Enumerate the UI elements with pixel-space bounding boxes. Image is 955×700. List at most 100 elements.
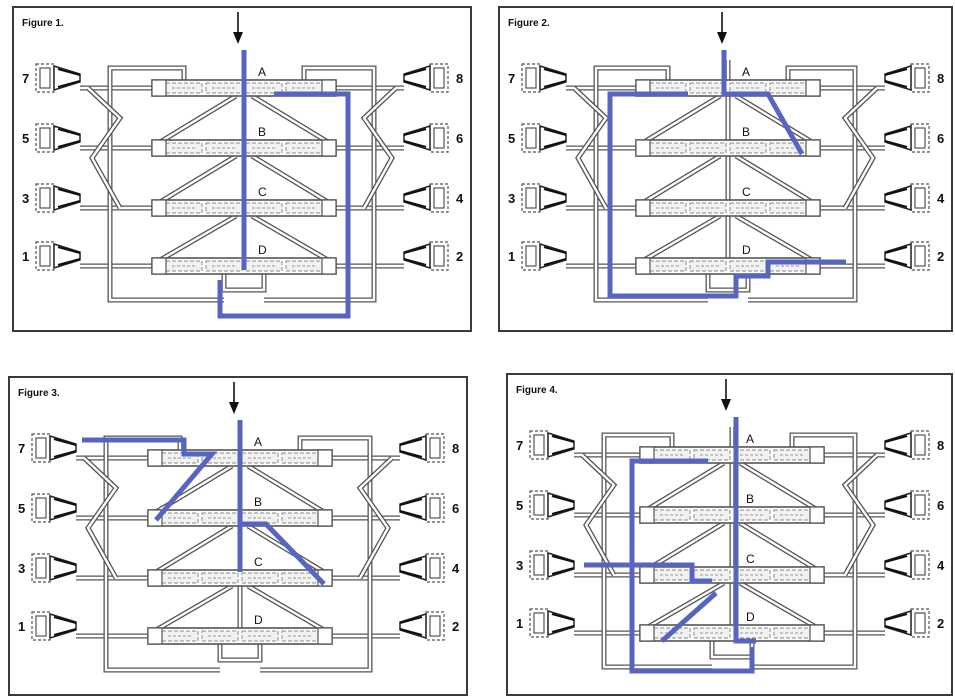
stage-label: D [254,613,263,627]
flow-path [82,437,218,522]
nozzle-body [914,187,926,209]
nozzle-edge [53,509,77,519]
stage-label: B [254,495,262,509]
nozzle-icon [31,611,77,641]
nozzle-edge [543,245,567,255]
nozzle-edge [551,434,575,444]
valve-end [151,79,167,97]
nozzle-edge [543,257,567,267]
port-number-label: 4 [452,561,460,576]
nozzle-edge [884,624,908,634]
branch-duct-core [251,214,329,262]
return-loop-core [218,644,262,662]
nozzle-edge [543,67,567,77]
cross-duct-right-core [843,87,878,209]
valve-end [639,566,655,584]
bypass-loop-left-core [594,66,708,302]
branch-duct-core [155,524,233,574]
nozzle-edge [884,446,908,456]
cross-duct-right-core [843,454,878,576]
bypass-loop-left-core [108,66,224,302]
port-number-label: 2 [937,616,944,631]
nozzle-edge [551,624,575,634]
nozzle-edge [53,497,77,507]
nozzle-icon [35,63,81,93]
port-number-label: 3 [516,558,523,573]
nozzle-body [429,615,441,637]
nozzle-edge [884,257,908,267]
valve-end [809,446,825,464]
figure-title: Figure 3. [18,388,60,399]
valve-end [635,257,651,275]
branch-duct-core [739,581,817,629]
nozzle-body [914,494,926,516]
nozzle-edge [551,566,575,576]
port-number-label: 6 [937,498,944,513]
valve-end [317,627,333,645]
nozzle-edge [53,437,77,447]
nozzle-icon [884,550,930,580]
nozzle-icon [35,123,81,153]
nozzle-edge [403,257,427,267]
nozzle-icon [399,611,445,641]
stage-valve [147,509,333,527]
nozzle-edge [403,79,427,89]
nozzle-edge [53,627,77,637]
flow-path [721,50,805,156]
branch-duct-core [159,214,237,262]
nozzle-body [35,557,47,579]
valve-end [147,569,163,587]
stage-label: D [258,243,267,257]
input-arrow-head [229,402,239,414]
branch-duct-core [739,461,817,511]
bypass-loop-right-core [752,433,857,669]
nozzle-edge [399,569,423,579]
stage-label: C [254,555,263,569]
nozzle-body [914,612,926,634]
branch-duct-core [247,524,325,574]
nozzle-icon [399,493,445,523]
return-loop [221,274,267,293]
nozzle-edge [57,139,81,149]
nozzle-edge [399,509,423,519]
stage-label: B [258,125,266,139]
nozzle-icon [529,608,575,638]
stage-label: B [746,492,754,506]
nozzle-body [429,557,441,579]
nozzle-edge [403,127,427,137]
valve-end [317,509,333,527]
valve-end [635,199,651,217]
valve-end [805,199,821,217]
figure-title: Figure 4. [516,385,558,396]
nozzle-edge [884,612,908,622]
figure-title: Figure 2. [508,18,550,29]
port-number-label: 2 [452,619,459,634]
flow-path [217,91,351,319]
port-number-label: 7 [18,441,25,456]
valve-end [151,139,167,157]
nozzle-icon [399,553,445,583]
stage-label: A [746,432,754,446]
input-arrow-icon [721,379,731,411]
port-number-label: 4 [937,558,945,573]
branch-duct-core [739,521,817,571]
nozzle-edge [884,506,908,516]
nozzle-body [35,497,47,519]
port-number-label: 1 [22,249,29,264]
stage-valve [639,566,825,584]
nozzle-edge [57,79,81,89]
nozzle-edge [884,67,908,77]
nozzle-body [914,434,926,456]
valve-end [151,199,167,217]
stage-label: C [742,185,751,199]
nozzle-body [39,187,51,209]
port-number-label: 1 [516,616,523,631]
nozzle-edge [57,245,81,255]
nozzle-edge [884,245,908,255]
nozzle-icon [399,433,445,463]
nozzle-edge [403,139,427,149]
nozzle-body [533,434,545,456]
nozzle-edge [543,127,567,137]
